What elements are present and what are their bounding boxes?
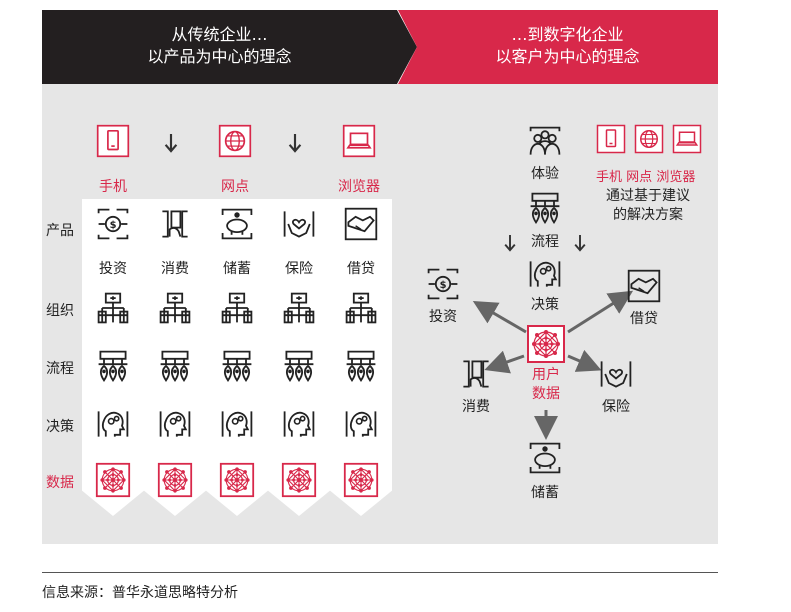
loan-icon [343, 206, 379, 242]
right-loan-label: 借贷 [630, 311, 658, 327]
invest-icon [95, 206, 131, 242]
laptop-icon [342, 124, 376, 158]
solution-text: 通过基于建议 的解决方案 [592, 187, 704, 225]
laptop-icon [672, 124, 702, 154]
channel-label-branch: 网点 [221, 179, 249, 195]
process-label: 流程 [531, 234, 559, 250]
data-icon [281, 462, 317, 498]
arrow-down-icon [572, 232, 588, 254]
insurance-icon [281, 206, 317, 242]
decision-icon [281, 406, 317, 442]
arrow-down-icon [162, 132, 180, 154]
solution-line1: 通过基于建议 [606, 188, 690, 204]
right-channel-branch: 网点 [626, 170, 653, 185]
row-label-decision: 决策 [46, 419, 74, 435]
footer-divider [42, 572, 718, 573]
channel-label-phone: 手机 [99, 179, 127, 195]
right-insurance-label: 保险 [602, 399, 630, 415]
loan-icon [626, 268, 662, 304]
experience-icon [527, 124, 563, 160]
saving-icon [219, 206, 255, 242]
user-data-icon [526, 324, 566, 364]
data-icon [343, 462, 379, 498]
banner-digital [398, 10, 718, 84]
org-icon [343, 290, 379, 326]
banner-traditional-text: 从传统企业… 以产品为中心的理念 [42, 24, 397, 68]
right-consume-label: 消费 [462, 399, 490, 415]
right-channel-labels: 手机 网点 浏览器 [596, 166, 695, 185]
right-channel-browser: 浏览器 [656, 170, 696, 185]
hub-connectors [472, 290, 634, 440]
process-icon [527, 190, 563, 226]
process-icon [219, 348, 255, 384]
phone-icon [96, 124, 130, 158]
arrow-down-icon [502, 232, 518, 254]
right-channel-phone: 手机 [596, 170, 623, 185]
channel-label-browser: 浏览器 [338, 179, 380, 195]
saving-icon [527, 440, 563, 476]
phone-icon [596, 124, 626, 154]
product-label-saving: 储蓄 [223, 261, 251, 277]
user-data-line1: 用户 [532, 367, 560, 383]
row-label-product: 产品 [46, 223, 74, 239]
banner-left-line1: 从传统企业… [171, 25, 268, 44]
decision-icon [95, 406, 131, 442]
solution-line2: 的解决方案 [613, 207, 683, 223]
globe-icon [634, 124, 664, 154]
experience-label: 体验 [531, 166, 559, 182]
org-icon [95, 290, 131, 326]
row-label-data: 数据 [46, 475, 74, 491]
process-icon [343, 348, 379, 384]
invest-icon [425, 266, 461, 302]
data-icon [219, 462, 255, 498]
globe-icon [218, 124, 252, 158]
user-data-label: 用户 数据 [516, 366, 576, 404]
process-icon [95, 348, 131, 384]
arrow-down-icon [286, 132, 304, 154]
consume-icon [458, 356, 494, 392]
org-icon [157, 290, 193, 326]
process-icon [157, 348, 193, 384]
decision-icon [343, 406, 379, 442]
org-icon [219, 290, 255, 326]
right-invest-label: 投资 [429, 309, 457, 325]
decision-icon [157, 406, 193, 442]
row-label-process: 流程 [46, 361, 74, 377]
product-label-loan: 借贷 [347, 261, 375, 277]
banner-digital-text: …到数字化企业 以客户为中心的理念 [417, 24, 718, 68]
banner-traditional [42, 10, 417, 84]
process-icon [281, 348, 317, 384]
banner-right-line2: 以客户为中心的理念 [495, 47, 640, 66]
decision-icon [219, 406, 255, 442]
product-label-insurance: 保险 [285, 261, 313, 277]
source-note: 信息来源：普华永道思略特分析 [42, 585, 238, 601]
data-icon [157, 462, 193, 498]
user-data-line2: 数据 [532, 386, 560, 402]
row-label-org: 组织 [46, 303, 74, 319]
product-label-invest: 投资 [99, 261, 127, 277]
decision-label: 决策 [531, 297, 559, 313]
data-icon [95, 462, 131, 498]
org-icon [281, 290, 317, 326]
consume-icon [157, 206, 193, 242]
banner-left-line2: 以产品为中心的理念 [147, 47, 292, 66]
insurance-icon [598, 356, 634, 392]
right-saving-label: 储蓄 [531, 485, 559, 501]
product-label-consume: 消费 [161, 261, 189, 277]
banner-right-line1: …到数字化企业 [511, 25, 624, 44]
